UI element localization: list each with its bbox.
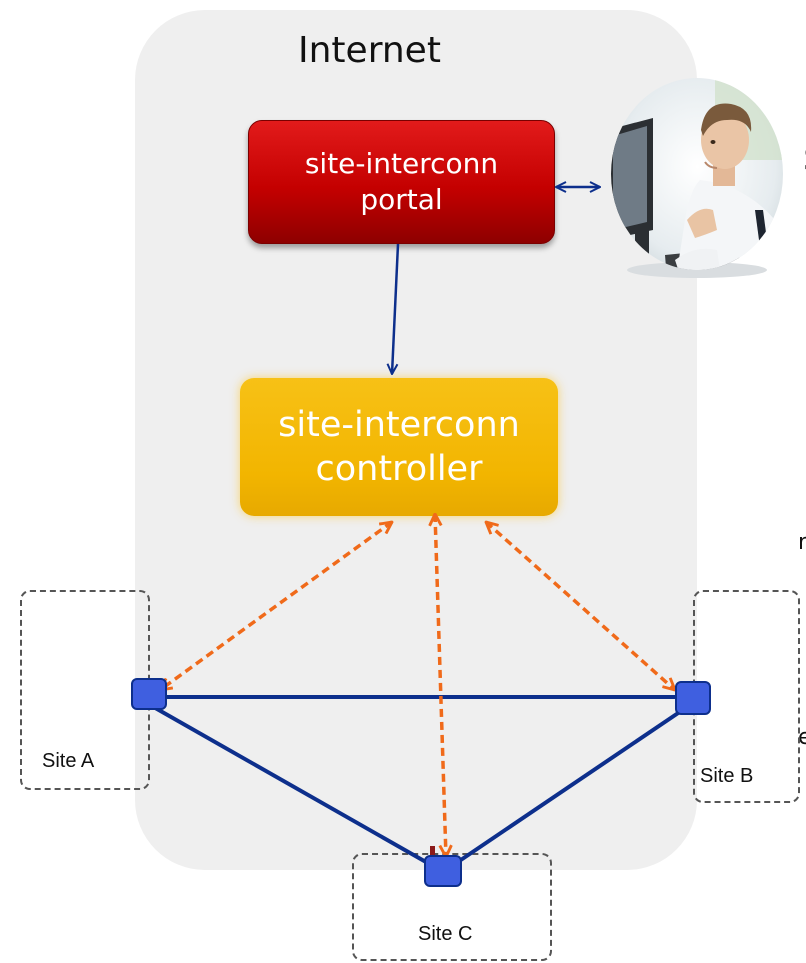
site-c-label: Site C xyxy=(418,923,473,945)
portal-label-line1: site-interconn xyxy=(304,147,499,180)
controller-label-line2: controller xyxy=(315,449,483,489)
portal-node[interactable]: site-interconn portal xyxy=(248,120,555,244)
controller-node[interactable]: site-interconn controller xyxy=(240,378,558,516)
link-a-c xyxy=(149,703,441,872)
control-channel-b xyxy=(486,522,675,690)
site-c-node xyxy=(424,855,462,887)
site-b-node xyxy=(675,681,711,715)
cut-off-text: s xyxy=(803,130,806,181)
portal-label-line2: portal xyxy=(360,183,443,216)
cut-off-text: e xyxy=(798,725,806,750)
site-a-label: Site A xyxy=(42,750,95,772)
control-channel-c xyxy=(435,514,446,857)
site-b-label: Site B xyxy=(700,765,754,787)
control-channel-a xyxy=(160,522,392,690)
cut-off-text: n xyxy=(798,530,806,555)
controller-label-line1: site-interconn xyxy=(278,405,520,445)
site-a-node xyxy=(131,678,167,710)
link-b-c xyxy=(444,703,692,872)
internet-title: Internet xyxy=(298,30,441,71)
portal-controller-arrow xyxy=(392,243,400,374)
user-at-computer-icon xyxy=(611,78,783,278)
